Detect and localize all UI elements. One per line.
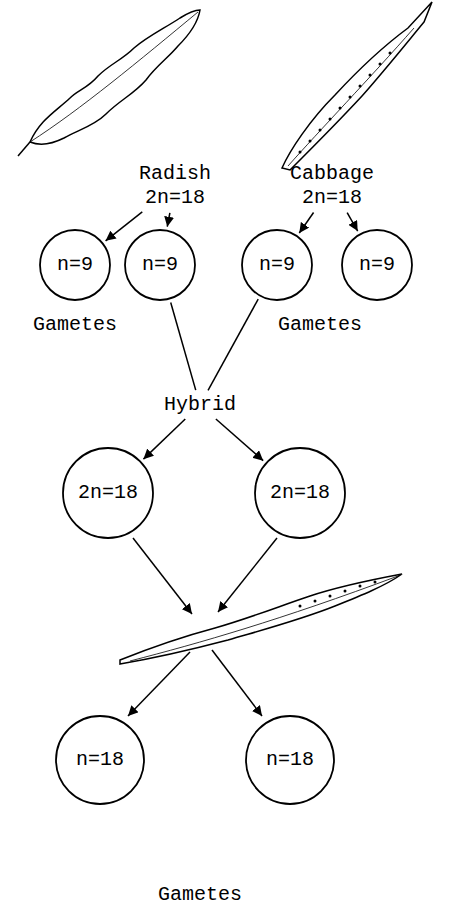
hybrid-label: Hybrid bbox=[162, 393, 238, 417]
node-text: Radish bbox=[139, 162, 211, 186]
cross-arrows bbox=[128, 538, 277, 716]
node-text: n=9 bbox=[259, 253, 295, 277]
plant-label: Cabbage2n=18 bbox=[288, 162, 376, 210]
connector-arrow bbox=[171, 303, 196, 391]
connector-arrow bbox=[208, 299, 258, 390]
node-text: 2n=18 bbox=[139, 186, 211, 210]
node-text: 2n=18 bbox=[270, 481, 330, 505]
plant-label: Radish2n=18 bbox=[137, 162, 213, 210]
stage-label: Gametes bbox=[158, 883, 242, 907]
gamete-circle: n=18 bbox=[245, 715, 335, 805]
node-text: 2n=18 bbox=[78, 481, 138, 505]
node-text: 2n=18 bbox=[290, 186, 374, 210]
stage-label: Gametes bbox=[33, 313, 117, 337]
node-text: n=9 bbox=[57, 253, 93, 277]
circle-outline-shape bbox=[246, 716, 334, 804]
hybrid-pod bbox=[120, 574, 402, 664]
gamete-circle: n=18 bbox=[55, 715, 145, 805]
circle-outline-shape bbox=[342, 230, 412, 300]
gamete-circle: n=9 bbox=[241, 229, 313, 301]
node-text: Cabbage bbox=[290, 162, 374, 186]
cell-circle: 2n=18 bbox=[254, 447, 346, 539]
cabbage-pod bbox=[282, 2, 432, 170]
circle-outline-shape bbox=[40, 230, 110, 300]
node-text: n=9 bbox=[142, 253, 178, 277]
cell-circle: 2n=18 bbox=[62, 447, 154, 539]
connector-arrow bbox=[167, 213, 170, 227]
stage-label: Gametes bbox=[278, 313, 362, 337]
node-text: n=9 bbox=[359, 253, 395, 277]
gamete-circle: n=9 bbox=[341, 229, 413, 301]
connector-arrow bbox=[106, 212, 143, 241]
gamete-circle: n=9 bbox=[39, 229, 111, 301]
circle-outline-shape bbox=[125, 230, 195, 300]
node-text: n=18 bbox=[76, 748, 124, 772]
circle-outline-shape bbox=[242, 230, 312, 300]
node-text: Hybrid bbox=[164, 393, 236, 417]
circle-outline-shape bbox=[255, 448, 345, 538]
radish-leaf bbox=[18, 10, 200, 156]
node-text: n=18 bbox=[266, 748, 314, 772]
circle-outline-shape bbox=[56, 716, 144, 804]
connector-arrow bbox=[299, 212, 313, 233]
connector-arrow bbox=[216, 419, 263, 461]
connector-arrow bbox=[347, 213, 358, 232]
gamete-circle: n=9 bbox=[124, 229, 196, 301]
connector-arrow bbox=[143, 419, 185, 459]
circle-outline-shape bbox=[63, 448, 153, 538]
